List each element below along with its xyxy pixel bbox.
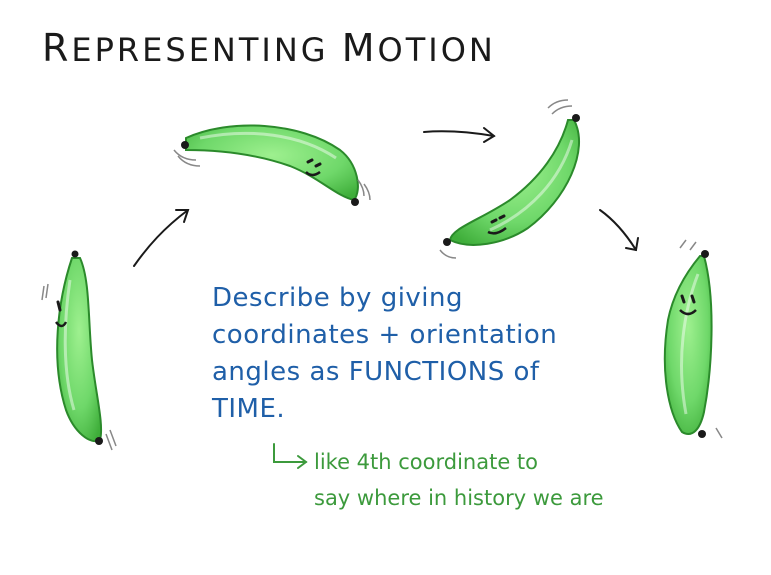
arrow-3: [599, 209, 639, 252]
description-line-4: TIME.: [212, 394, 286, 424]
page-title: REPRESENTING MOTION: [42, 26, 496, 70]
banana-1: [41, 250, 117, 451]
banana-3: [439, 99, 580, 259]
side-note: like 4th coordinate to say where in hist…: [276, 444, 604, 516]
note-line-2: say where in history we are: [314, 486, 604, 510]
title-part-1: EPRESENTING: [71, 31, 342, 69]
note-arrow: [273, 443, 308, 469]
note-line-1: like 4th coordinate to: [314, 450, 539, 474]
arrow-1: [133, 209, 190, 267]
description-line-1: Describe by giving: [212, 283, 464, 313]
arrow-2: [423, 127, 496, 143]
title-initial-r: R: [42, 26, 72, 70]
main-description: Describe by giving coordinates + orienta…: [212, 280, 642, 428]
title-initial-m: M: [341, 26, 378, 70]
title-part-2: OTION: [377, 31, 496, 69]
banana-4: [663, 239, 723, 439]
description-line-3: angles as FUNCTIONS of: [212, 357, 540, 387]
description-line-2: coordinates + orientation: [212, 320, 558, 350]
banana-2: [173, 124, 371, 206]
